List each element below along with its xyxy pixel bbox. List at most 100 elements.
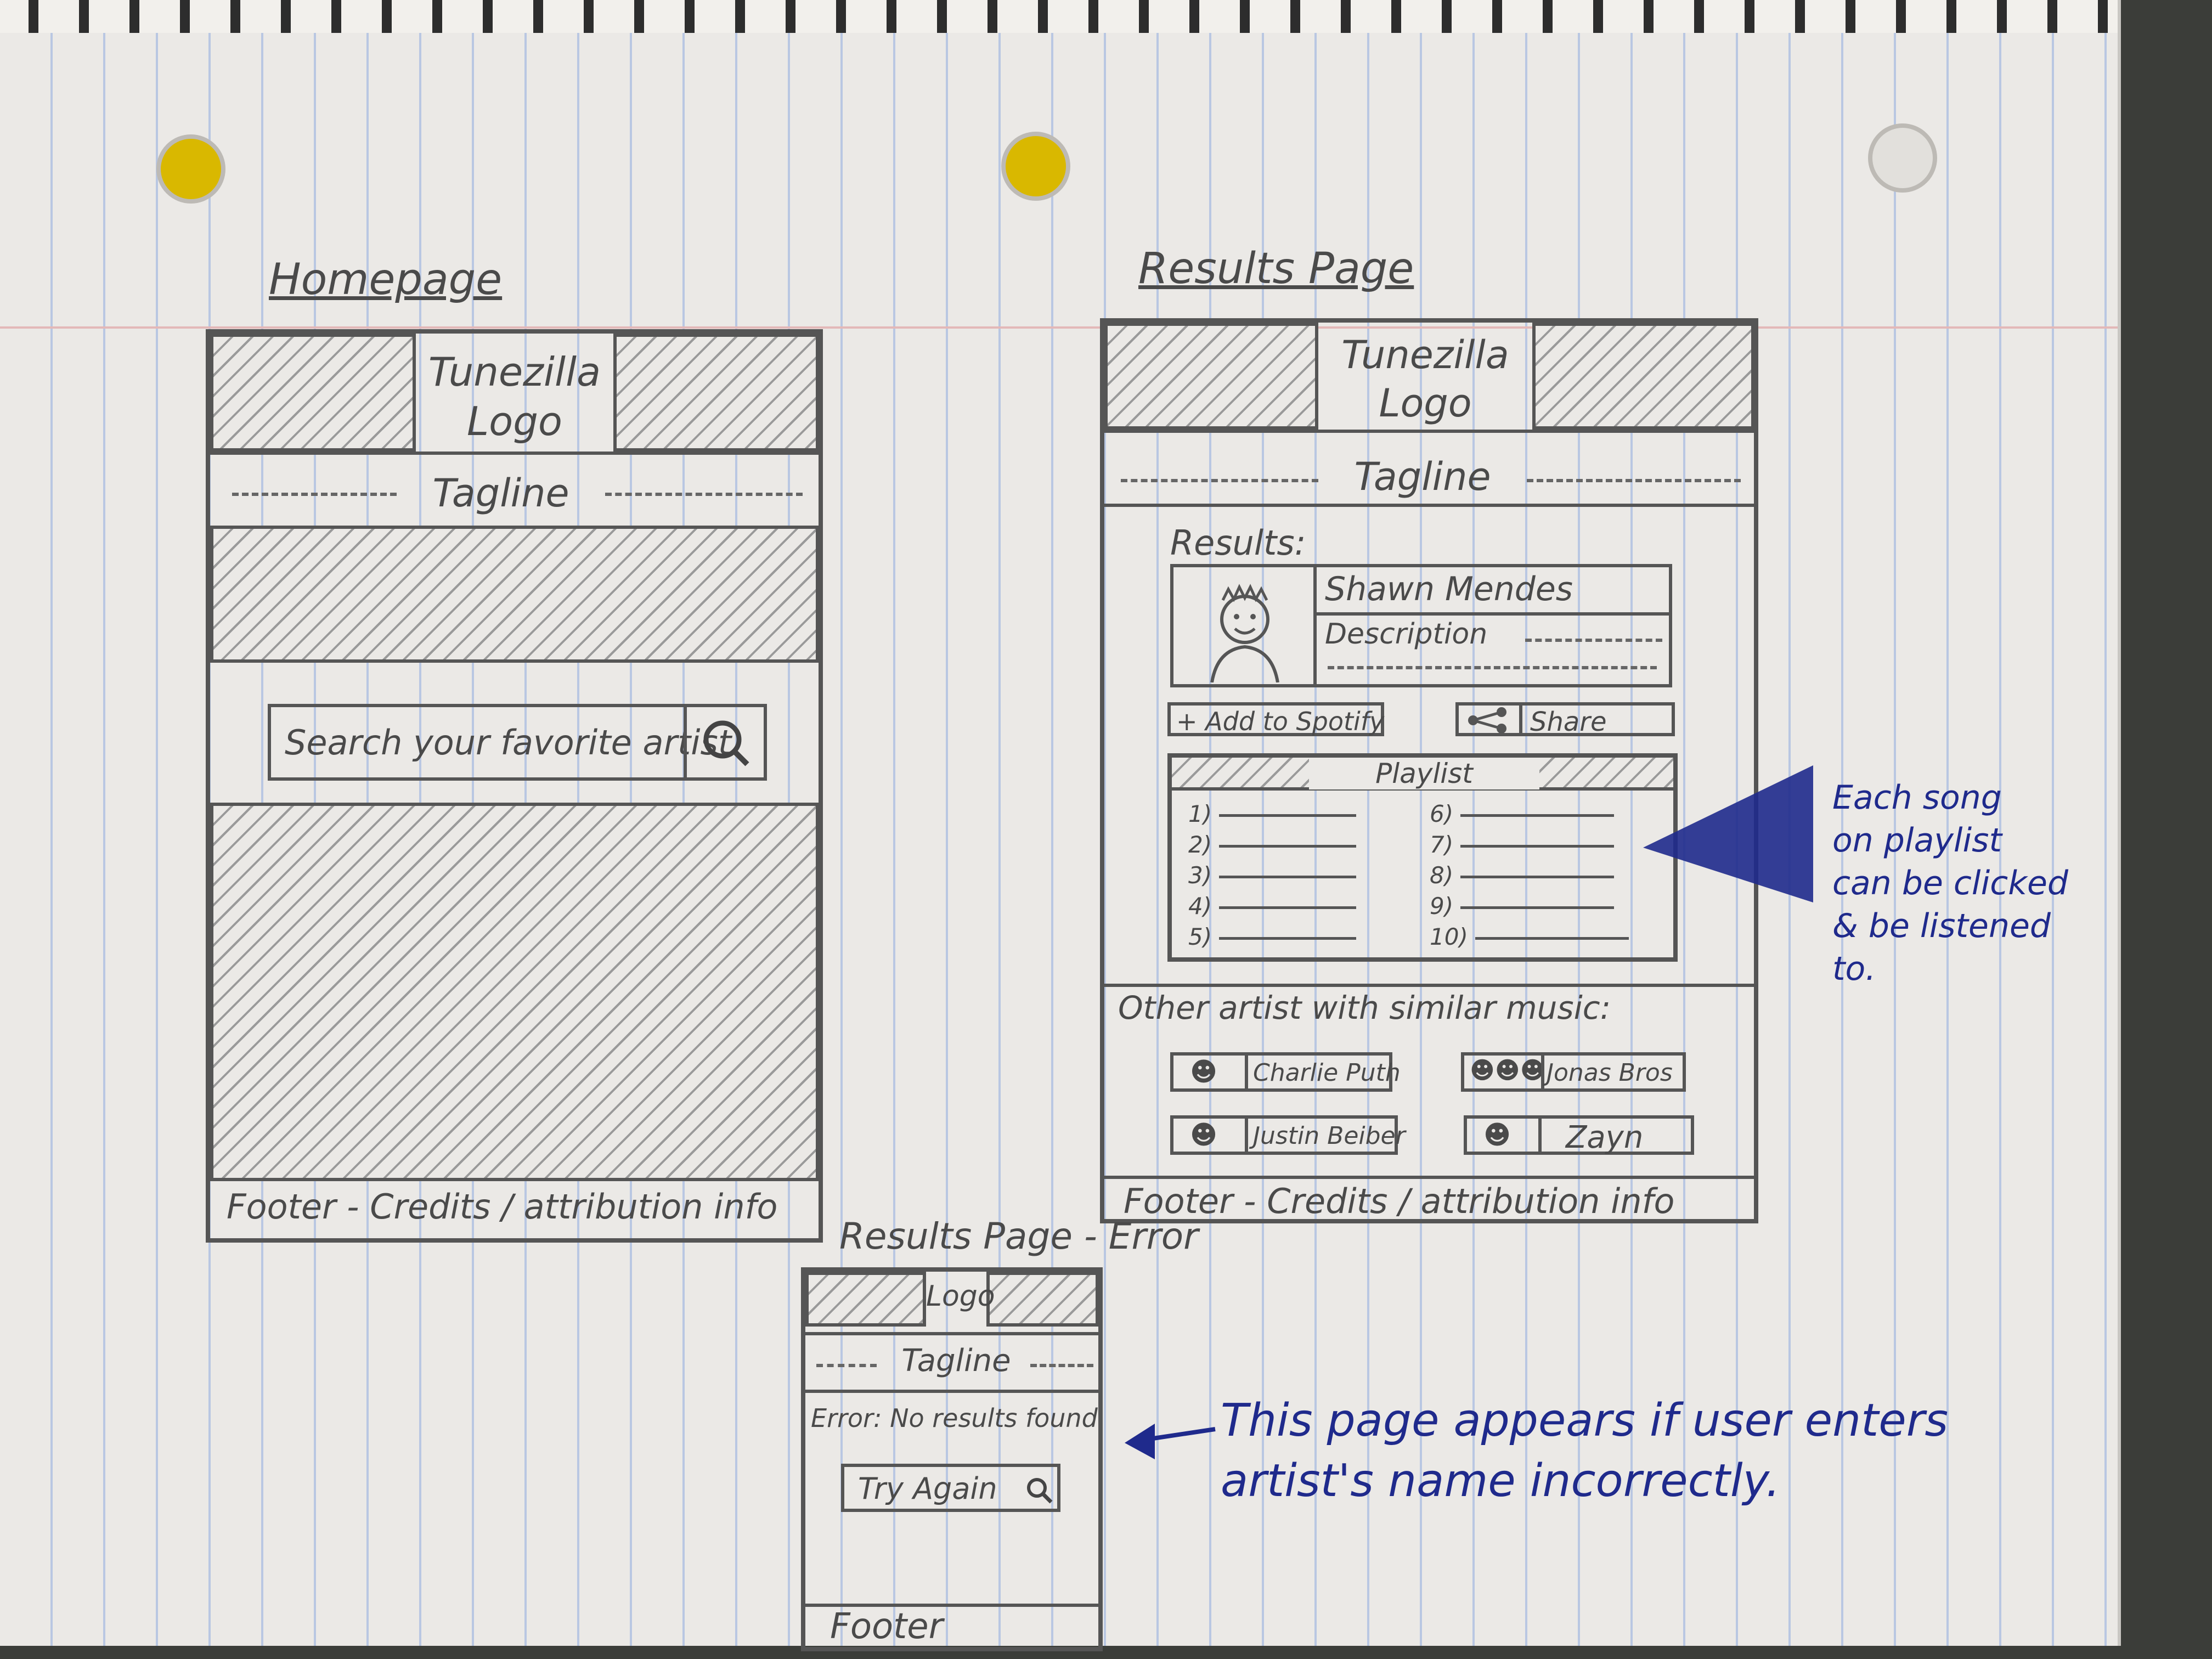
arrow-icon: [1125, 1424, 1216, 1459]
header-filler: [805, 1272, 926, 1327]
person-icon: ☻: [1190, 1120, 1218, 1150]
song-line: [1460, 906, 1615, 909]
results-wireframe: Tunezilla Logo Tagline Results: Shawn Me…: [1100, 318, 1758, 1223]
divider: [1538, 1119, 1542, 1152]
artist-card[interactable]: Shawn Mendes Description: [1170, 564, 1672, 687]
punch-hole: [156, 134, 225, 204]
playlist[interactable]: Playlist 1) 2) 3) 4) 5) 6) 7) 8) 9) 10): [1167, 753, 1678, 962]
song-line: [1219, 906, 1357, 909]
annotation-line: Each song: [1832, 778, 2002, 817]
song-item[interactable]: 3): [1188, 860, 1357, 891]
song-number: 6): [1430, 800, 1454, 827]
song-number: 5): [1188, 923, 1212, 950]
homepage-heading: Homepage: [269, 255, 503, 304]
song-number: 3): [1188, 862, 1212, 889]
song-item[interactable]: 8): [1430, 860, 1629, 891]
content-filler: [210, 803, 819, 1181]
share-label: Share: [1530, 707, 1607, 737]
annotation-line: on playlist: [1832, 821, 2002, 860]
divider: [805, 1390, 1099, 1395]
group-icon: ☻☻☻: [1470, 1057, 1545, 1085]
divider: [1245, 1056, 1248, 1088]
dash-line: [1527, 479, 1741, 482]
tagline: Tagline: [432, 471, 569, 516]
footer: Footer - Credits / attribution info: [1124, 1181, 1675, 1221]
song-number: 8): [1430, 862, 1454, 889]
punch-hole: [1001, 132, 1070, 201]
similar-artist-name: Jonas Bros: [1547, 1059, 1673, 1087]
divider: [1245, 1119, 1248, 1152]
add-to-spotify-button[interactable]: + Add to Spotify: [1167, 702, 1384, 736]
magnifier-icon: [703, 720, 749, 766]
song-line: [1460, 814, 1615, 817]
artist-name: Shawn Mendes: [1325, 570, 1573, 608]
annotation-line: artist's name incorrectly.: [1221, 1455, 1780, 1507]
divider: [1104, 1176, 1754, 1181]
homepage-wireframe: Tunezilla Logo Tagline Search your favor…: [206, 329, 823, 1243]
logo-text: Tunezilla: [1341, 332, 1509, 377]
song-item[interactable]: 7): [1430, 830, 1629, 860]
divider: [210, 452, 819, 457]
share-button[interactable]: Share: [1455, 702, 1675, 737]
search-input[interactable]: Search your favorite artist: [285, 723, 732, 763]
description: Description: [1325, 618, 1488, 651]
arrow-icon: [1643, 765, 1813, 902]
song-item[interactable]: 10): [1430, 922, 1629, 952]
song-number: 1): [1188, 800, 1212, 827]
playlist-column-left: 1) 2) 3) 4) 5): [1188, 799, 1357, 952]
person-icon: ☻: [1483, 1120, 1511, 1150]
logo-text: Logo: [467, 398, 562, 444]
header-filler: [613, 334, 819, 452]
similar-artist-card[interactable]: ☻ Zayn: [1464, 1115, 1694, 1155]
logo-text: Logo: [1379, 381, 1472, 426]
tagline: Tagline: [1354, 454, 1491, 499]
song-number: 4): [1188, 893, 1212, 919]
similar-artist-card[interactable]: ☻☻☻ Jonas Bros: [1461, 1052, 1686, 1092]
divider: [1104, 984, 1754, 989]
dash-line: [1525, 639, 1662, 642]
annotation-line: to.: [1832, 950, 1876, 988]
similar-artists-label: Other artist with similar music:: [1118, 989, 1611, 1026]
song-item[interactable]: 2): [1188, 830, 1357, 860]
song-number: 2): [1188, 831, 1212, 858]
song-line: [1475, 937, 1629, 940]
search-button[interactable]: [684, 707, 764, 777]
error-page-heading: Results Page - Error: [839, 1215, 1199, 1257]
song-item[interactable]: 6): [1430, 799, 1629, 830]
song-number: 9): [1430, 893, 1454, 919]
results-heading: Results Page: [1138, 244, 1414, 294]
header-filler: [986, 1272, 1099, 1327]
similar-artist-card[interactable]: ☻ Charlie Puth: [1170, 1052, 1401, 1092]
header-filler: [1532, 323, 1754, 430]
banner-filler: [210, 526, 819, 663]
annotation-line: This page appears if user enters: [1221, 1395, 1949, 1447]
tagline: Tagline: [901, 1343, 1011, 1379]
song-line: [1219, 845, 1357, 848]
magnifier-icon: [1027, 1478, 1053, 1504]
dash-line: [1030, 1364, 1093, 1367]
try-again-button[interactable]: Try Again: [841, 1464, 1060, 1512]
similar-artist-card[interactable]: ☻ Justin Beiber: [1170, 1115, 1406, 1155]
punch-hole: [1868, 123, 1937, 193]
search-bar[interactable]: Search your favorite artist: [268, 704, 767, 781]
logo-placeholder: Tunezilla Logo: [1318, 331, 1532, 427]
annotation-line: & be listened: [1832, 907, 2051, 945]
song-number: 7): [1430, 831, 1454, 858]
similar-artist-name: Zayn: [1566, 1120, 1644, 1155]
results-label: Results:: [1170, 523, 1306, 563]
dash-line: [1328, 666, 1657, 669]
divider: [1541, 1056, 1544, 1088]
logo-placeholder: Logo: [926, 1280, 995, 1313]
song-item[interactable]: 5): [1188, 922, 1357, 952]
song-item[interactable]: 4): [1188, 891, 1357, 922]
song-item[interactable]: 1): [1188, 799, 1357, 830]
person-icon: ☻: [1190, 1057, 1218, 1087]
divider: [1317, 612, 1672, 616]
annotation-line: can be clicked: [1832, 864, 2068, 902]
playlist-column-right: 6) 7) 8) 9) 10): [1430, 799, 1629, 952]
similar-artist-name: Justin Beiber: [1253, 1122, 1406, 1150]
error-message: Error: No results found: [811, 1403, 1098, 1433]
song-item[interactable]: 9): [1430, 891, 1629, 922]
share-icon: [1468, 707, 1506, 733]
error-wireframe: Logo Tagline Error: No results found Try…: [801, 1267, 1103, 1651]
